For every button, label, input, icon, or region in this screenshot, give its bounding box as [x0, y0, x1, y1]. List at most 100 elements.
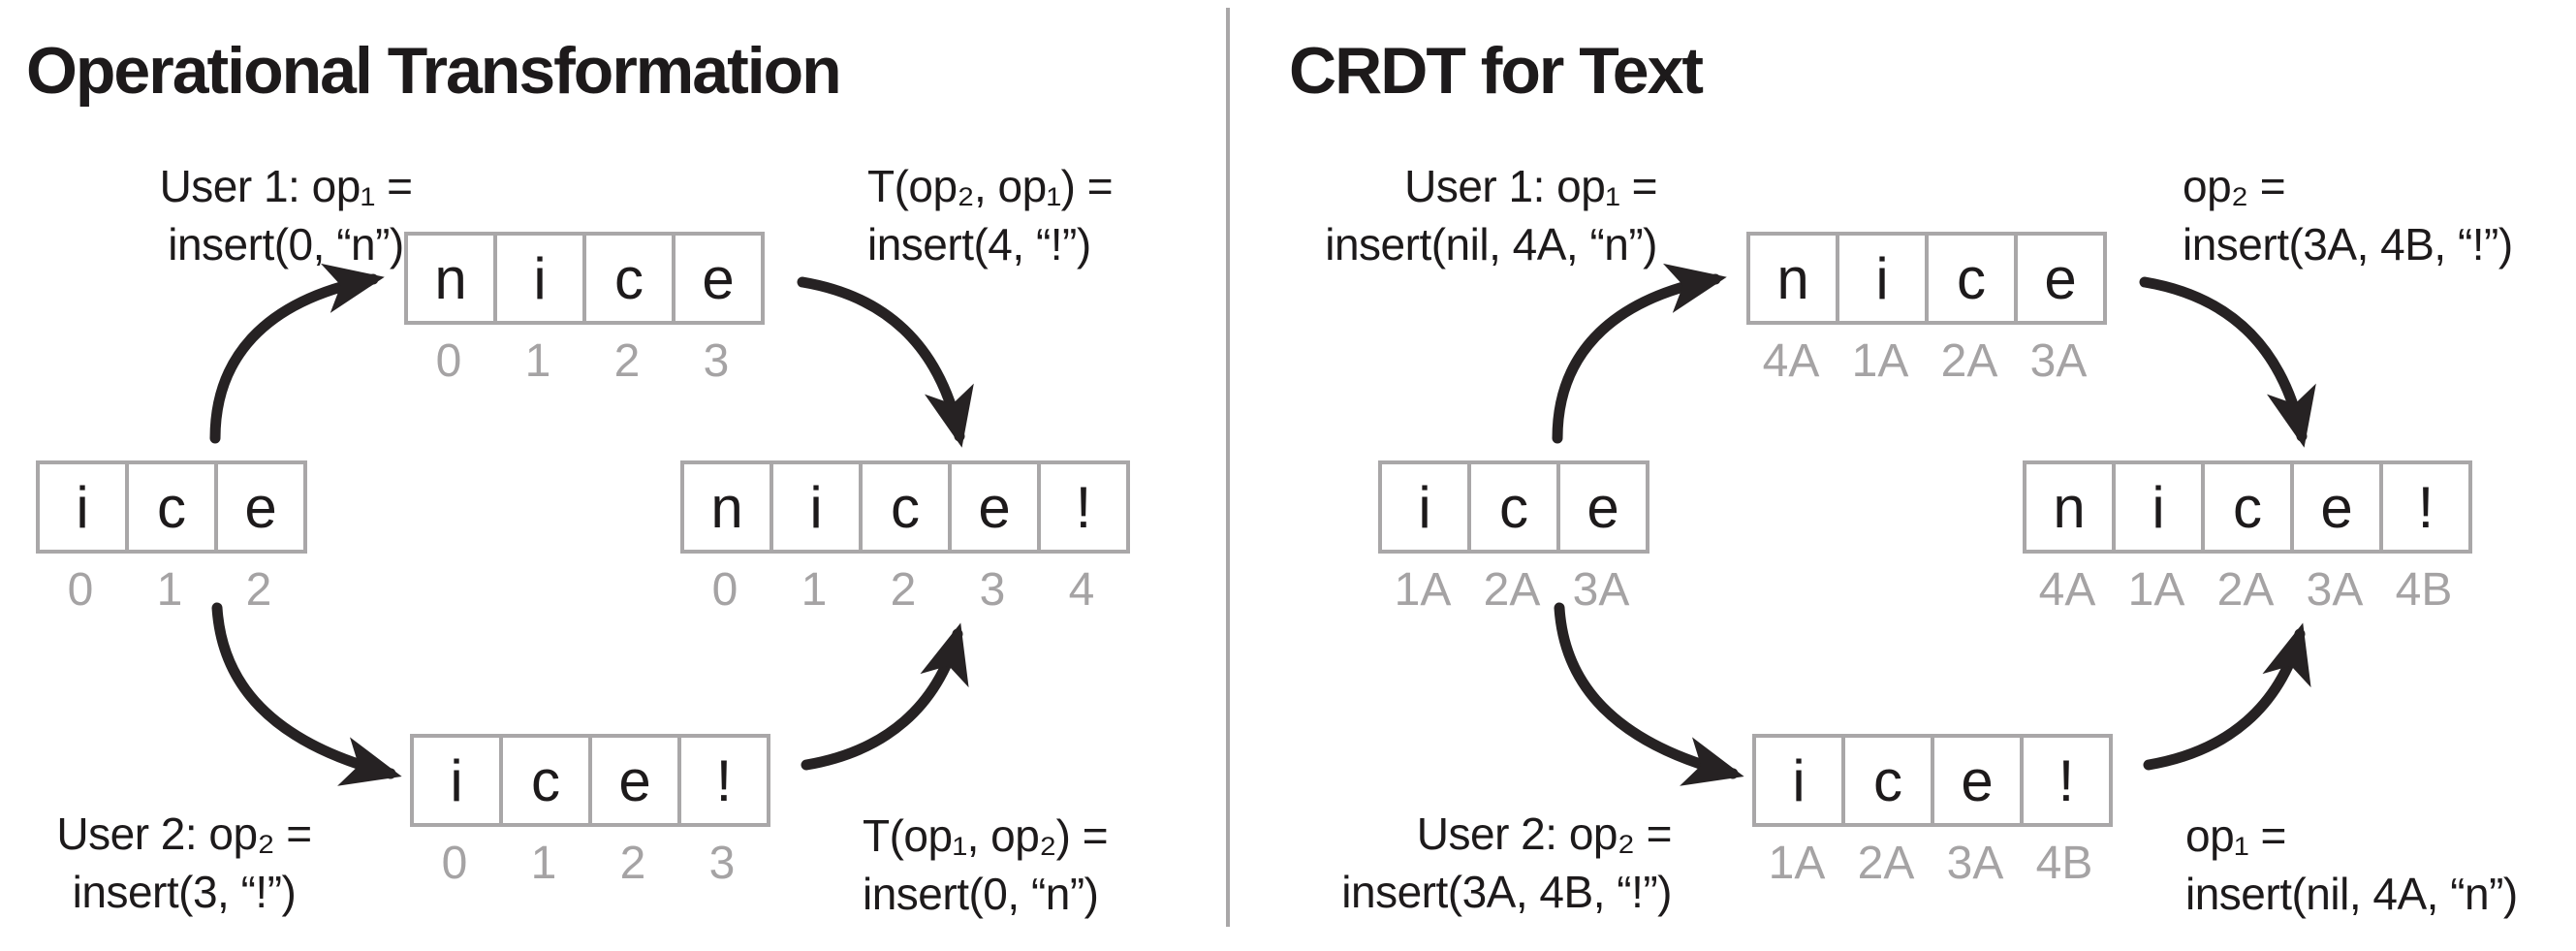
label-crdt-user2-line2: insert(3A, 4B, “!”)	[1341, 867, 1672, 917]
array-ot-user2-result-cells: i c e !	[410, 734, 770, 827]
array-crdt-converged-cells: n i c e !	[2023, 460, 2472, 554]
cell-index: 2	[245, 564, 272, 616]
cell-char: c	[125, 460, 218, 554]
cell-char: c	[499, 734, 592, 827]
cell-index: 0	[67, 564, 94, 616]
cell-id: 2A	[1940, 335, 1998, 387]
cell-char: !	[2020, 734, 2113, 827]
label-ot-user2-line1: User 2: op₂ =	[56, 808, 312, 859]
cell-index: 1	[524, 335, 551, 387]
panel-divider	[1226, 8, 1230, 927]
cell-index: 0	[711, 564, 738, 616]
cell-index: 1	[530, 838, 557, 889]
cell-id: 3A	[1572, 564, 1630, 616]
label-ot-user2: User 2: op₂ = insert(3, “!”)	[0, 805, 378, 921]
label-crdt-op2-line2: insert(3A, 4B, “!”)	[2183, 219, 2513, 269]
arrow-crdt-user1	[1552, 263, 1727, 444]
array-crdt-initial: i c e 1A 2A 3A	[1378, 460, 1649, 617]
label-ot-transform-bottom-line2: insert(0, “n”)	[863, 869, 1099, 919]
cell-char: e	[2290, 460, 2383, 554]
cell-id: 1A	[2127, 564, 2185, 616]
cell-char: i	[770, 460, 863, 554]
cell-index: 2	[890, 564, 917, 616]
cell-index: 1	[156, 564, 183, 616]
arrow-crdt-user2	[1554, 602, 1744, 786]
cell-index: 2	[619, 838, 646, 889]
label-ot-user1: User 1: op₁ = insert(0, “n”)	[53, 157, 518, 273]
array-ot-user1-result-ids: 0 1 2 3	[404, 334, 765, 388]
cell-char: c	[859, 460, 952, 554]
label-crdt-user1: User 1: op₁ = insert(nil, 4A, “n”)	[1250, 157, 1657, 273]
label-crdt-user2: User 2: op₂ = insert(3A, 4B, “!”)	[1265, 805, 1672, 921]
arrow-ot-user1	[209, 263, 385, 444]
cell-id: 3A	[2029, 335, 2088, 387]
cell-id: 2A	[1483, 564, 1541, 616]
label-crdt-op1-line1: op₁ =	[2185, 810, 2286, 861]
cell-char: n	[2023, 460, 2116, 554]
cell-index: 0	[435, 335, 462, 387]
label-crdt-op2-line1: op₂ =	[2183, 161, 2286, 211]
label-crdt-user2-line1: User 2: op₂ =	[1416, 808, 1673, 859]
array-crdt-user1-result-cells: n i c e	[1746, 232, 2107, 325]
cell-char: c	[582, 232, 675, 325]
cell-char: n	[680, 460, 773, 554]
cell-id: 3A	[2306, 564, 2364, 616]
cell-char: e	[672, 232, 765, 325]
cell-char: i	[36, 460, 129, 554]
cell-id: 4B	[2395, 564, 2453, 616]
array-crdt-converged-ids: 4A 1A 2A 3A 4B	[2023, 563, 2472, 617]
cell-char: e	[1556, 460, 1649, 554]
array-ot-converged: n i c e ! 0 1 2 3 4	[680, 460, 1130, 617]
cell-char: e	[588, 734, 681, 827]
label-ot-transform-bottom: T(op₁, op₂) = insert(0, “n”)	[863, 807, 1109, 923]
array-crdt-user1-result-ids: 4A 1A 2A 3A	[1746, 334, 2107, 388]
label-crdt-op1: op₁ = insert(nil, 4A, “n”)	[2185, 807, 2518, 923]
cell-id: 1A	[1851, 335, 1909, 387]
cell-id: 3A	[1946, 838, 2004, 889]
array-crdt-user2-result-cells: i c e !	[1752, 734, 2113, 827]
cell-index: 4	[1068, 564, 1095, 616]
label-ot-transform-top-line1: T(op₂, op₁) =	[867, 161, 1114, 211]
cell-index: 2	[613, 335, 641, 387]
cell-index: 3	[708, 838, 736, 889]
label-ot-transform-bottom-line1: T(op₁, op₂) =	[863, 810, 1109, 861]
array-crdt-user2-result: i c e ! 1A 2A 3A 4B	[1752, 734, 2113, 890]
arrow-ot-merge-top	[797, 276, 974, 448]
cell-char: !	[677, 734, 770, 827]
cell-id: 4A	[2038, 564, 2096, 616]
label-ot-transform-top-line2: insert(4, “!”)	[867, 219, 1091, 269]
cell-char: e	[1931, 734, 2024, 827]
cell-char: i	[1752, 734, 1845, 827]
array-ot-user1-result-cells: n i c e	[404, 232, 765, 325]
array-crdt-initial-cells: i c e	[1378, 460, 1649, 554]
cell-char: c	[2201, 460, 2294, 554]
array-ot-initial: i c e 0 1 2	[36, 460, 307, 617]
cell-char: e	[214, 460, 307, 554]
arrow-crdt-merge-bottom	[2143, 622, 2311, 771]
cell-char: e	[948, 460, 1041, 554]
label-crdt-user1-line1: User 1: op₁ =	[1404, 161, 1657, 211]
array-ot-user2-result-ids: 0 1 2 3	[410, 837, 770, 890]
arrow-ot-merge-bottom	[801, 622, 969, 771]
cell-id: 4A	[1762, 335, 1820, 387]
cell-char: c	[1467, 460, 1560, 554]
array-ot-converged-ids: 0 1 2 3 4	[680, 563, 1130, 617]
array-ot-initial-ids: 0 1 2	[36, 563, 307, 617]
title-crdt-for-text: CRDT for Text	[1289, 34, 1704, 108]
array-crdt-converged: n i c e ! 4A 1A 2A 3A 4B	[2023, 460, 2472, 617]
cell-char: c	[1925, 232, 2018, 325]
cell-char: !	[2379, 460, 2472, 554]
cell-index: 1	[801, 564, 828, 616]
label-ot-user2-line2: insert(3, “!”)	[72, 867, 297, 917]
label-crdt-user1-line2: insert(nil, 4A, “n”)	[1325, 219, 1657, 269]
label-ot-user1-line2: insert(0, “n”)	[168, 219, 404, 269]
arrow-ot-user2	[211, 602, 402, 786]
cell-id: 1A	[1394, 564, 1452, 616]
cell-id: 2A	[2216, 564, 2275, 616]
cell-char: n	[1746, 232, 1839, 325]
cell-index: 0	[441, 838, 468, 889]
label-ot-transform-top: T(op₂, op₁) = insert(4, “!”)	[867, 157, 1114, 273]
cell-id: 1A	[1768, 838, 1826, 889]
